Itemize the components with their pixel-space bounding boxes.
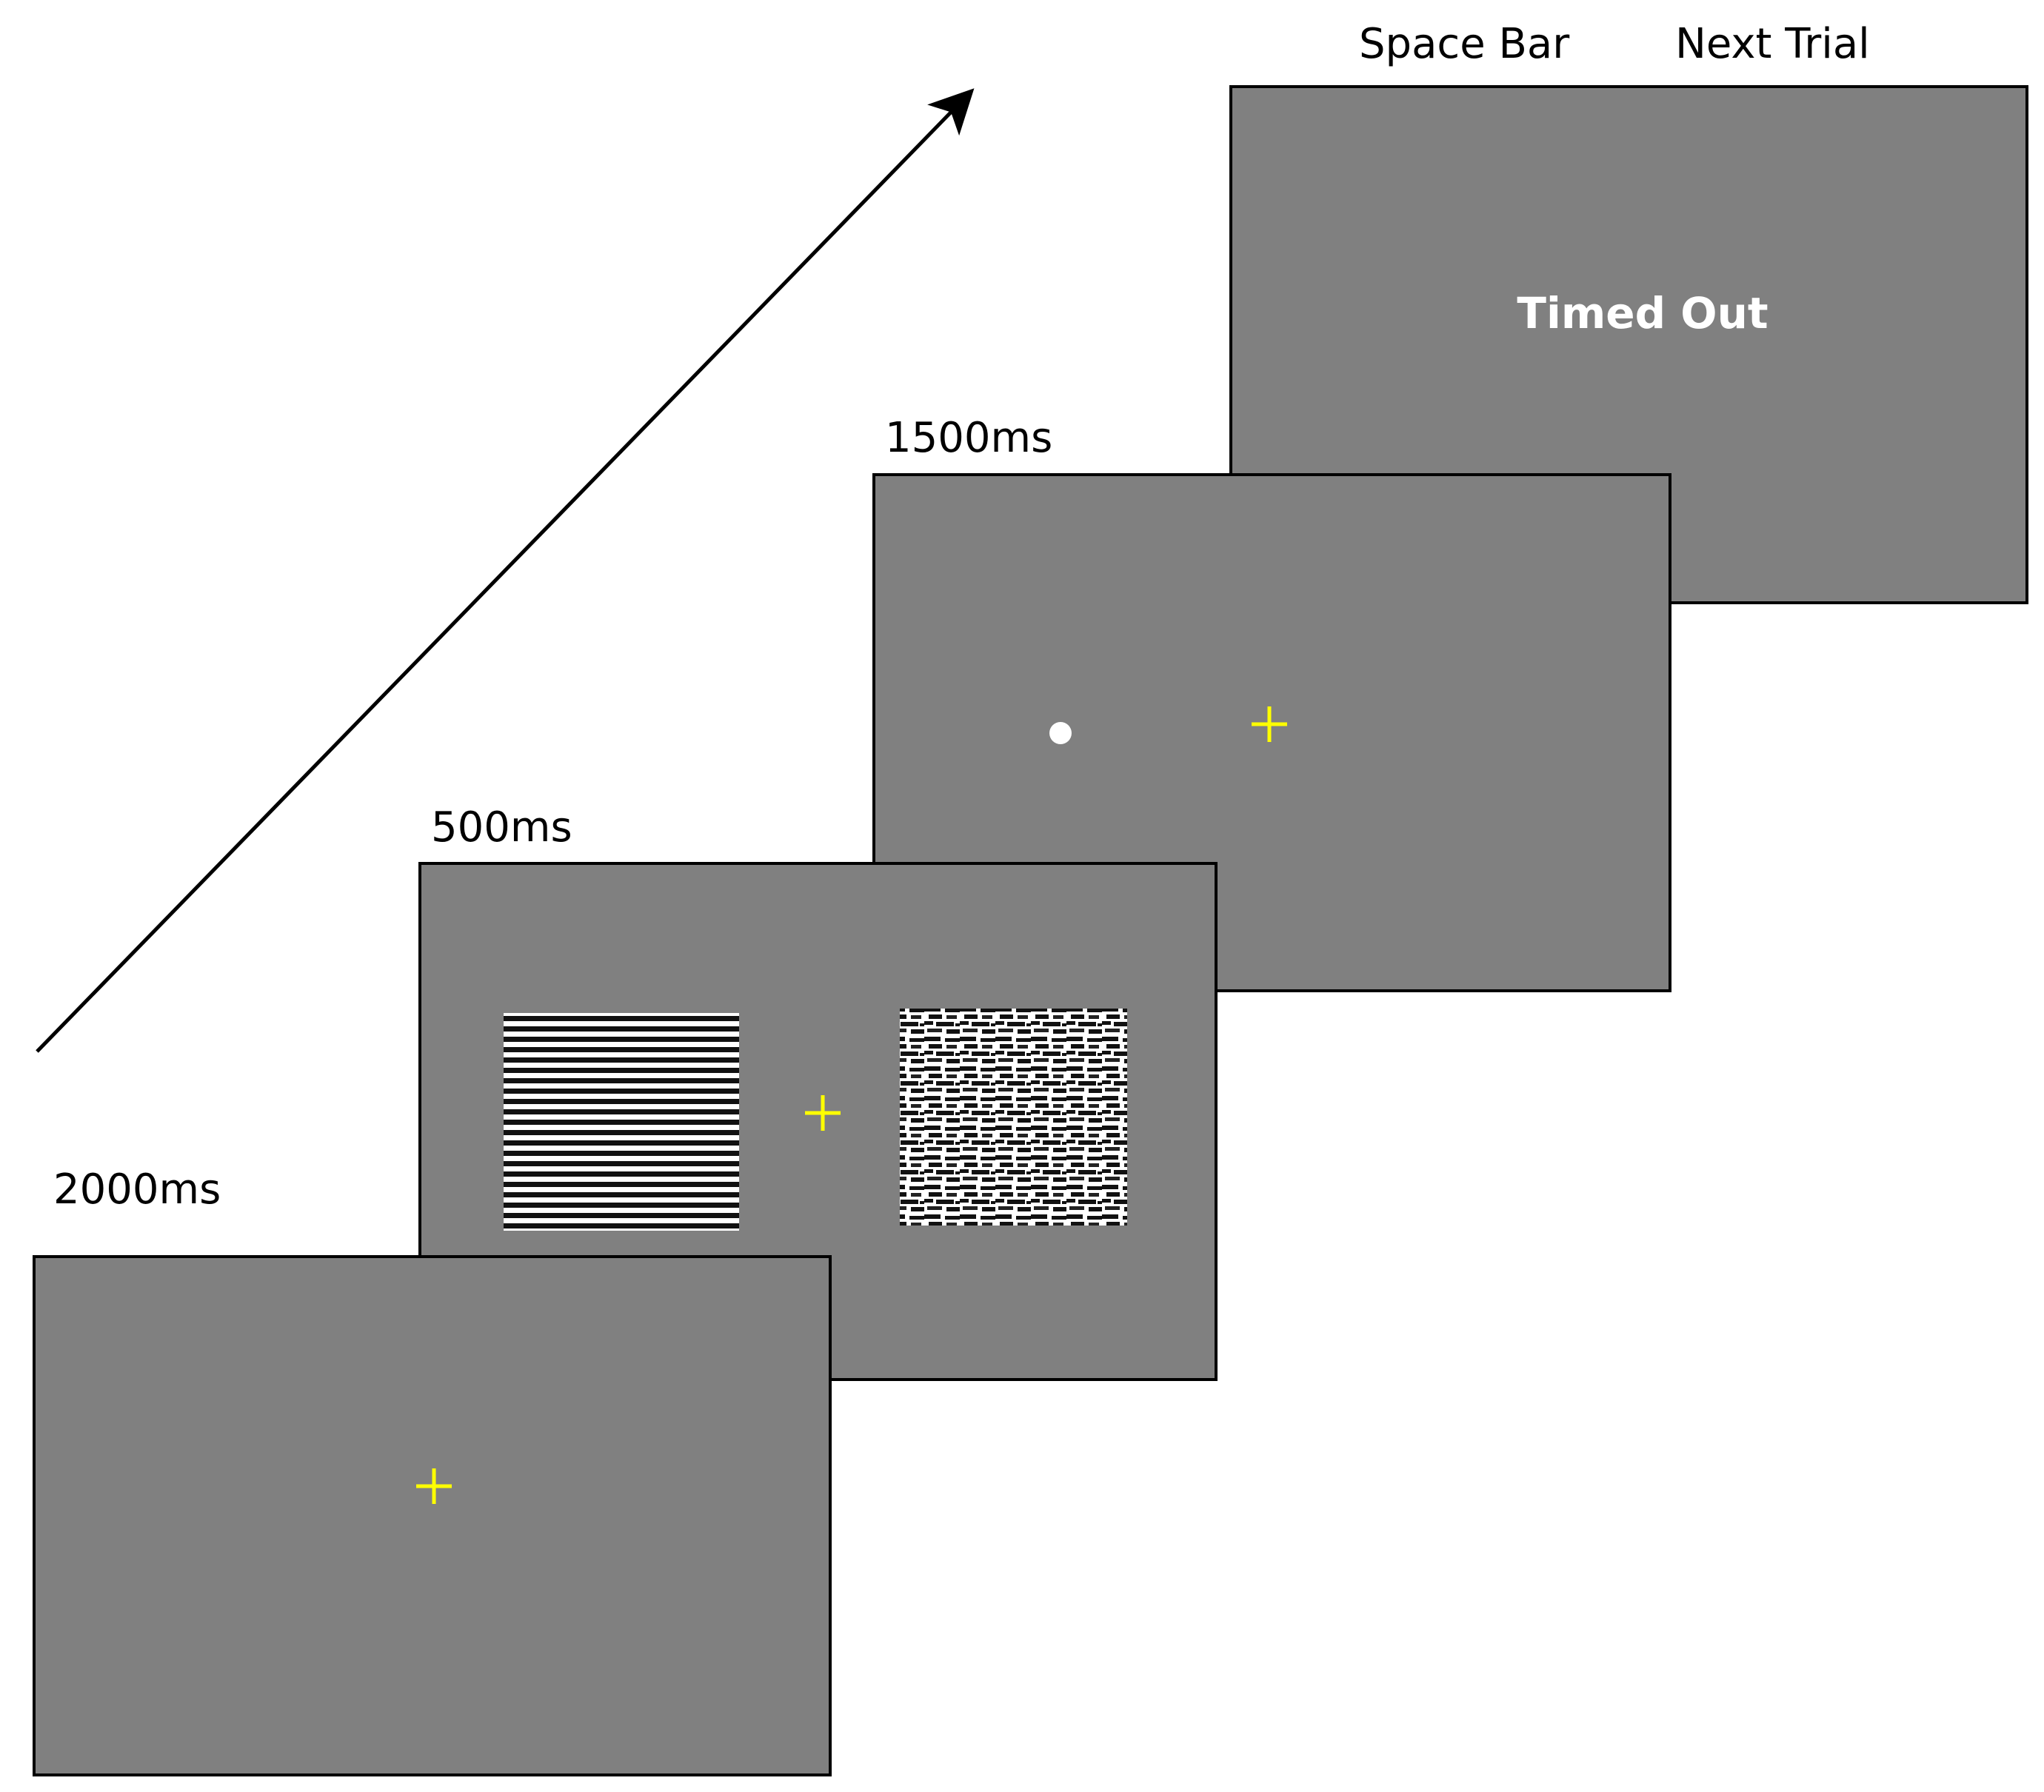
next-trial-label: Next Trial [1675, 20, 1870, 68]
fixation-cross-icon [416, 1468, 452, 1504]
fixation-cross-icon [805, 1095, 841, 1131]
time-arrow-icon [36, 88, 975, 1053]
probe-dot-icon [1049, 722, 1072, 744]
fixation-screen-frame [33, 1255, 832, 1776]
probe-duration-label: 1500ms [885, 414, 1052, 462]
noise-texture-icon [900, 1009, 1127, 1226]
fixation-screen [33, 1255, 832, 1776]
space-bar-label: Space Bar [1359, 20, 1570, 68]
stimuli-duration-label: 500ms [431, 803, 572, 852]
striped-grating-icon [504, 1013, 739, 1231]
timed-out-message: Timed Out [1517, 288, 1768, 338]
fixation-duration-label: 2000ms [53, 1166, 221, 1214]
fixation-cross-icon [1252, 706, 1287, 742]
